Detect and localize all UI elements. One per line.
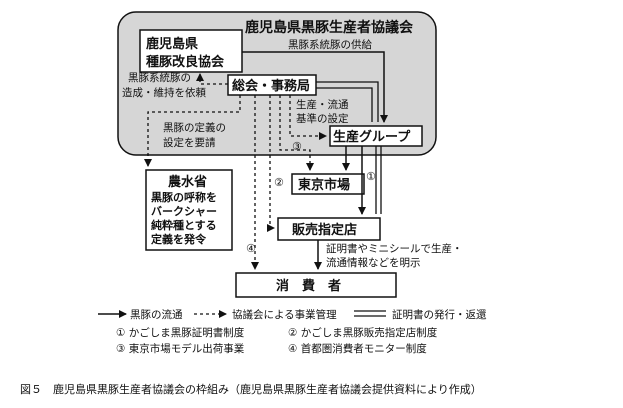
- certificate-info-line1: 証明書やミニシールで生産・: [326, 242, 463, 255]
- legend-item: ③ 東京市場モデル出荷事業: [116, 342, 245, 355]
- num2-label: ②: [274, 176, 284, 189]
- breed-request-line1: 黒豚系統豚の: [128, 71, 191, 84]
- legend-flow-text: 黒豚の流通: [130, 308, 183, 321]
- breeding-assoc-box: [139, 29, 243, 73]
- figure-caption: 図５ 鹿児島県黒豚生産者協議会の枠組み（鹿児島県黒豚生産者協議会提供資料により作…: [20, 382, 482, 396]
- supply-label: 黒豚系統豚の供給: [288, 38, 372, 51]
- consumer-box: [235, 272, 397, 298]
- definition-request-line1: 黒豚の定義の: [163, 121, 226, 134]
- standards-line2: 基準の設定: [296, 112, 349, 125]
- legend: 黒豚の流通 協議会による事業管理 証明書の発行・返還 ① かごしま黒豚証明書制度…: [98, 308, 487, 355]
- standards-line1: 生産・流通: [296, 98, 349, 111]
- maff-line: 黒豚の呼称を: [151, 190, 217, 204]
- certificate-info-line2: 流通情報などを明示: [326, 256, 421, 269]
- breeding-assoc-line1: 鹿児島県: [146, 36, 198, 52]
- solid-flow-arrows: [242, 51, 388, 270]
- definition-request-line2: 設定を要請: [163, 136, 216, 149]
- general-office-label: 総会・事務局: [232, 78, 310, 94]
- legend-cert-text: 証明書の発行・返還: [392, 308, 487, 321]
- designated-store-label: 販売指定店: [292, 222, 357, 238]
- breeding-assoc-line2: 種豚改良協会: [146, 54, 225, 70]
- maff-box: [145, 169, 233, 251]
- general-office-box: [227, 74, 317, 96]
- num1-label: ①: [366, 170, 376, 183]
- maff-title: 農水省: [168, 174, 207, 190]
- consumer-label: 消 費 者: [276, 278, 341, 294]
- num4-label: ④: [246, 242, 256, 255]
- maff-line: バークシャー: [151, 205, 217, 218]
- legend-item: ④ 首都圏消費者モニター制度: [288, 342, 427, 355]
- legend-project-text: 協議会による事業管理: [232, 308, 337, 321]
- dotted-project-arrows: [144, 73, 327, 270]
- legend-item: ① かごしま黒豚証明書制度: [116, 326, 245, 339]
- certificate-double-lines: [316, 81, 382, 214]
- production-group-label: 生産グループ: [333, 129, 411, 145]
- designated-store-box: [277, 217, 381, 241]
- tokyo-market-box: [291, 173, 365, 195]
- breed-request-line2: 造成・維持を依頼: [122, 86, 206, 99]
- legend-item: ② かごしま黒豚販売指定店制度: [288, 326, 438, 339]
- maff-line: 純粋種とする: [151, 218, 217, 232]
- tokyo-market-label: 東京市場: [298, 177, 350, 193]
- maff-line: 定義を発令: [151, 232, 207, 246]
- council-title: 鹿児島県黒豚生産者協議会: [244, 19, 414, 36]
- num3-label: ③: [292, 140, 302, 153]
